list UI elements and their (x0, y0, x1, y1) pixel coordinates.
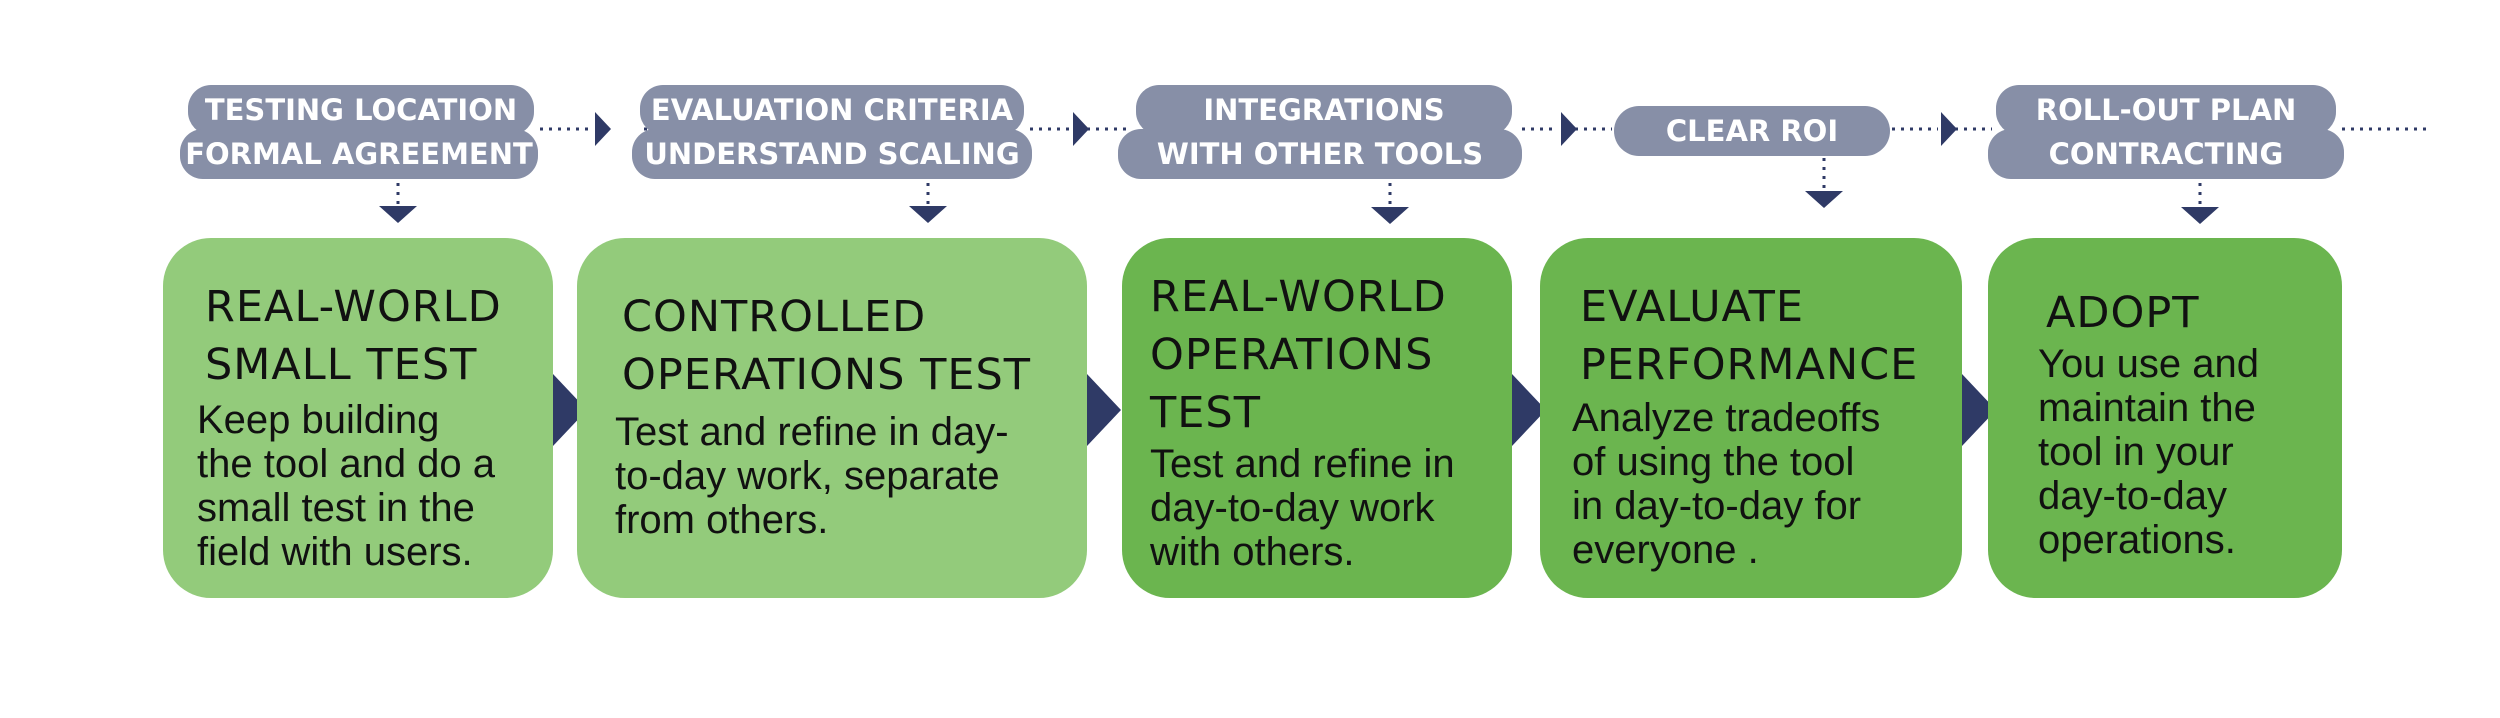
stage-chevron-1 (553, 374, 587, 446)
stage-chevron-3 (1512, 374, 1546, 446)
milestone-4-line1: CLEAR ROI (1665, 114, 1839, 148)
stage-1-description: Keep building the tool and do a small te… (197, 398, 496, 574)
stage-4-title: EVALUATE PERFORMANCE (1580, 282, 1919, 390)
milestone-5-line2: CONTRACTING (2048, 137, 2284, 171)
timeline-arrow-4 (1941, 112, 1957, 146)
stage-chevron-4 (1962, 374, 1996, 446)
stage-4-description: Analyze tradeoffs of using the tool in d… (1572, 396, 1881, 572)
stage-2-title: CONTROLLED OPERATIONS TEST (622, 292, 1032, 400)
milestone-pill-5: ROLL-OUT PLAN CONTRACTING (1988, 85, 2344, 181)
timeline-arrow-2 (1073, 112, 1089, 146)
milestone-pill-3: INTEGRATIONS WITH OTHER TOOLS (1118, 85, 1522, 181)
stage-box-1: REAL-WORLD SMALL TEST Keep building the … (163, 238, 553, 598)
milestone-3-line1: INTEGRATIONS (1203, 93, 1445, 127)
drop-arrow-5 (2181, 207, 2219, 224)
stage-3-description: Test and refine in day-to-day work with … (1150, 442, 1455, 574)
milestone-2-line2: UNDERSTAND SCALING (644, 137, 1020, 171)
timeline-arrow-1 (595, 112, 611, 146)
stage-2-description: Test and refine in day- to-day work, sep… (615, 410, 1009, 542)
drop-arrow-3 (1371, 207, 1409, 224)
stage-5-description: You use and maintain the tool in your da… (2038, 342, 2259, 562)
stage-chevron-2 (1087, 374, 1121, 446)
stage-1-title: REAL-WORLD SMALL TEST (205, 282, 502, 390)
stage-box-4: EVALUATE PERFORMANCE Analyze tradeoffs o… (1540, 238, 1962, 598)
milestone-pill-1: TESTING LOCATION FORMAL AGREEMENT (180, 85, 538, 181)
milestone-5-line1: ROLL-OUT PLAN (2035, 93, 2297, 127)
milestone-1-line2: FORMAL AGREEMENT (185, 137, 533, 171)
milestone-pill-2: EVALUATION CRITERIA UNDERSTAND SCALING (632, 85, 1032, 181)
milestone-2-line1: EVALUATION CRITERIA (650, 93, 1014, 127)
milestone-3-line2: WITH OTHER TOOLS (1156, 137, 1484, 171)
stage-3-title: REAL-WORLD OPERATIONS TEST (1150, 272, 1447, 438)
drop-arrow-4 (1805, 191, 1843, 208)
stage-box-5: ADOPT You use and maintain the tool in y… (1988, 238, 2342, 598)
stage-5-title: ADOPT (2046, 288, 2200, 338)
stage-box-2: CONTROLLED OPERATIONS TEST Test and refi… (577, 238, 1087, 598)
milestone-1-line1: TESTING LOCATION (204, 93, 518, 127)
drop-arrow-2 (909, 206, 947, 223)
timeline-arrow-3 (1561, 112, 1577, 146)
drop-arrow-1 (379, 206, 417, 223)
milestone-pill-4: CLEAR ROI (1614, 106, 1890, 156)
stage-box-3: REAL-WORLD OPERATIONS TEST Test and refi… (1122, 238, 1512, 598)
